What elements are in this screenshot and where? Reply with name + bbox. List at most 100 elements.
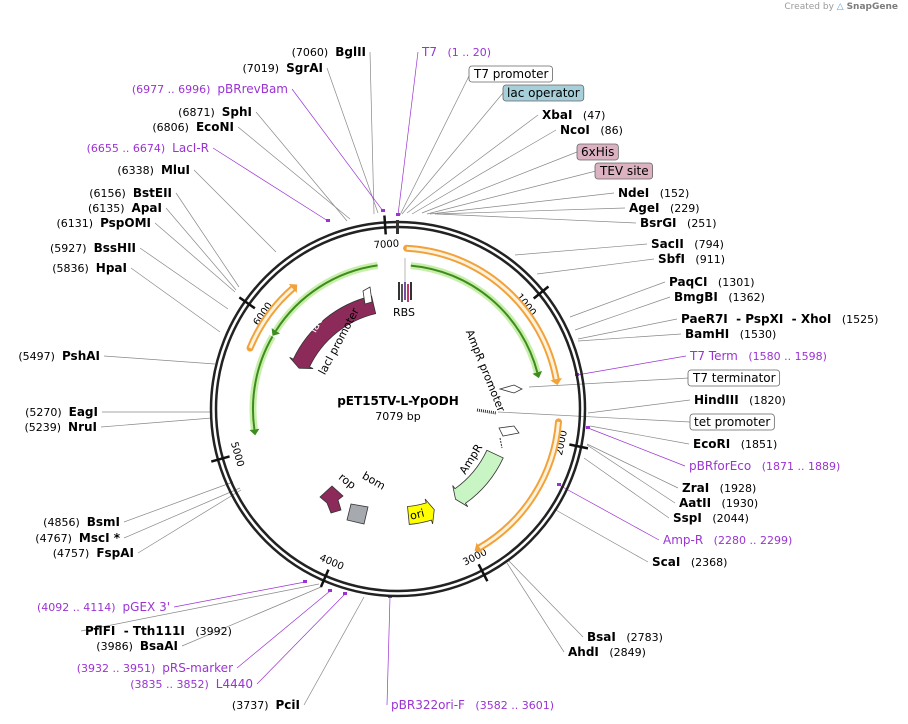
leader-hindiii <box>587 399 691 414</box>
orange-arc-1-core <box>406 246 558 380</box>
label-pos: (1851) <box>730 438 777 451</box>
label-sspi: SspI (2044) <box>673 511 749 525</box>
laci-promoter-feature <box>362 286 373 305</box>
orange-arc-1-arrowhead <box>550 377 563 386</box>
label-text-xbai: XbaI (47) <box>542 108 605 122</box>
label-text-zrai: ZraI (1928) <box>682 481 756 495</box>
label-name: SacII <box>651 237 684 251</box>
label-fspai: (4757) FspAI <box>53 546 134 560</box>
label-text-ncoi: NcoI (86) <box>560 123 623 137</box>
label-pos: (3932 .. 3951) <box>77 662 163 675</box>
label-text-bsai: BsaI (2783) <box>587 630 663 644</box>
leader-bsrgi <box>436 213 637 224</box>
ori-arrow <box>407 498 435 525</box>
leader-t7-terminator <box>528 377 690 388</box>
label-name2: - Tth111I <box>115 624 185 638</box>
label-text-aatii: AatII (1930) <box>679 496 758 510</box>
label-pos: (6156) <box>89 187 133 200</box>
ampr-promoter-arrow-1 <box>498 384 523 394</box>
label-pos: (2280 .. 2299) <box>703 534 792 547</box>
leader-laci-r <box>212 147 329 222</box>
label-pos: (6977 .. 6996) <box>132 83 218 96</box>
label-l4440: (3835 .. 3852) L4440 <box>130 677 253 691</box>
label-pos: (3737) <box>232 699 276 712</box>
ampr-arrow <box>452 449 504 507</box>
label-hindiii: HindIII (1820) <box>694 393 786 407</box>
label-text-pgex-3: (4092 .. 4114) pGEX 3' <box>37 600 170 614</box>
label-text-pbr322ori-f: pBR322ori-F (3582 .. 3601) <box>391 698 554 712</box>
primer-mark-laci-r <box>326 219 330 222</box>
label-text-pbrrevbam: (6977 .. 6996) pBRrevBam <box>132 82 288 96</box>
label-pbr322ori-f: pBR322ori-F (3582 .. 3601) <box>391 698 554 712</box>
label-text-amp-r: Amp-R (2280 .. 2299) <box>663 533 792 547</box>
leader-ahdi <box>506 562 565 653</box>
ori-feature <box>407 498 435 525</box>
leader-bsshii <box>139 247 229 310</box>
label-paer7i: PaeR7I - PspXI - XhoI (1525) <box>681 312 878 326</box>
bom-feature <box>346 503 369 525</box>
leader-bmgbi <box>574 296 671 331</box>
orange-arc-2 <box>474 418 562 553</box>
label-ndei: NdeI (152) <box>618 186 689 200</box>
leader-bsai <box>508 560 584 638</box>
label-pos: (1301) <box>707 276 754 289</box>
label-name: pBR322ori-F <box>391 698 465 712</box>
label-text-hpai: (5836) HpaI <box>52 261 127 275</box>
label-pos: (7060) <box>292 46 336 59</box>
box-tev-site <box>594 162 654 180</box>
leader-tev-site <box>426 170 597 215</box>
label-name: MluI <box>161 163 190 177</box>
label-name: SgrAI <box>286 61 323 75</box>
label-zrai: ZraI (1928) <box>682 481 756 495</box>
label-name: lac operator <box>507 86 580 100</box>
leader-pbr322ori-f <box>386 596 391 706</box>
rbs-segment <box>404 282 406 300</box>
primer-mark-prs-marker <box>328 589 332 592</box>
bom-box <box>346 503 369 525</box>
rop-feature <box>319 485 344 514</box>
label-prs-marker: (3932 .. 3951) pRS-marker <box>77 661 233 675</box>
label-t7-term: T7 Term (1580 .. 1598) <box>689 349 827 363</box>
start-marker <box>396 220 399 234</box>
green-arc-1 <box>410 262 543 379</box>
label-text-sphi: (6871) SphI <box>178 105 252 119</box>
label-pos: (5927) <box>50 242 94 255</box>
leader-nrui <box>100 417 213 428</box>
leader-prs-marker <box>236 590 331 669</box>
leader-t7-term <box>576 355 687 376</box>
label-name: BstEII <box>133 186 172 200</box>
label-name: BmgBI <box>674 290 718 304</box>
box-t7-promoter <box>468 65 553 83</box>
leader-ecori <box>589 425 690 445</box>
label-name: pBRrevBam <box>217 82 288 96</box>
label-name: BsaAI <box>140 639 178 653</box>
label-bsteii: (6156) BstEII <box>89 186 172 200</box>
leader-amp-r <box>558 484 660 541</box>
label-name: pBRforEco <box>689 459 751 473</box>
label-text-bsaai: (3986) BsaAI <box>96 639 178 653</box>
leader-pflfi <box>80 583 320 632</box>
label-pos: (229) <box>659 202 699 215</box>
ampr-promoter-feature <box>476 384 523 449</box>
label-name: EcoRI <box>693 437 730 451</box>
label-pos: (4767) <box>35 532 79 545</box>
orange-arc-2-core <box>478 421 560 549</box>
label-text-paqci: PaqCI (1301) <box>669 275 755 289</box>
leader-mlui <box>193 169 277 253</box>
green-arc-1-arrowhead <box>532 371 543 379</box>
ampr-promoter-arrow-2 <box>498 425 520 437</box>
laci-arrow <box>289 295 377 369</box>
laci-promoter-arrow <box>362 286 373 305</box>
label-pos: (4757) <box>53 547 97 560</box>
label-pflfi: PflFI - Tth111I (3992) <box>85 624 232 638</box>
label-name: PflFI <box>85 624 115 638</box>
snapgene-credit: Created by △ SnapGene <box>784 2 898 12</box>
tick-label: 5000 <box>228 441 245 468</box>
label-name: T7 promoter <box>473 67 549 81</box>
label-name: pGEX 3' <box>123 600 170 614</box>
label-pos: (5836) <box>52 262 96 275</box>
label-text-sacii: SacII (794) <box>651 237 724 251</box>
leader-bsaai <box>181 586 322 647</box>
label-name: AgeI <box>629 201 659 215</box>
label-econi: (6806) EcoNI <box>152 120 234 134</box>
